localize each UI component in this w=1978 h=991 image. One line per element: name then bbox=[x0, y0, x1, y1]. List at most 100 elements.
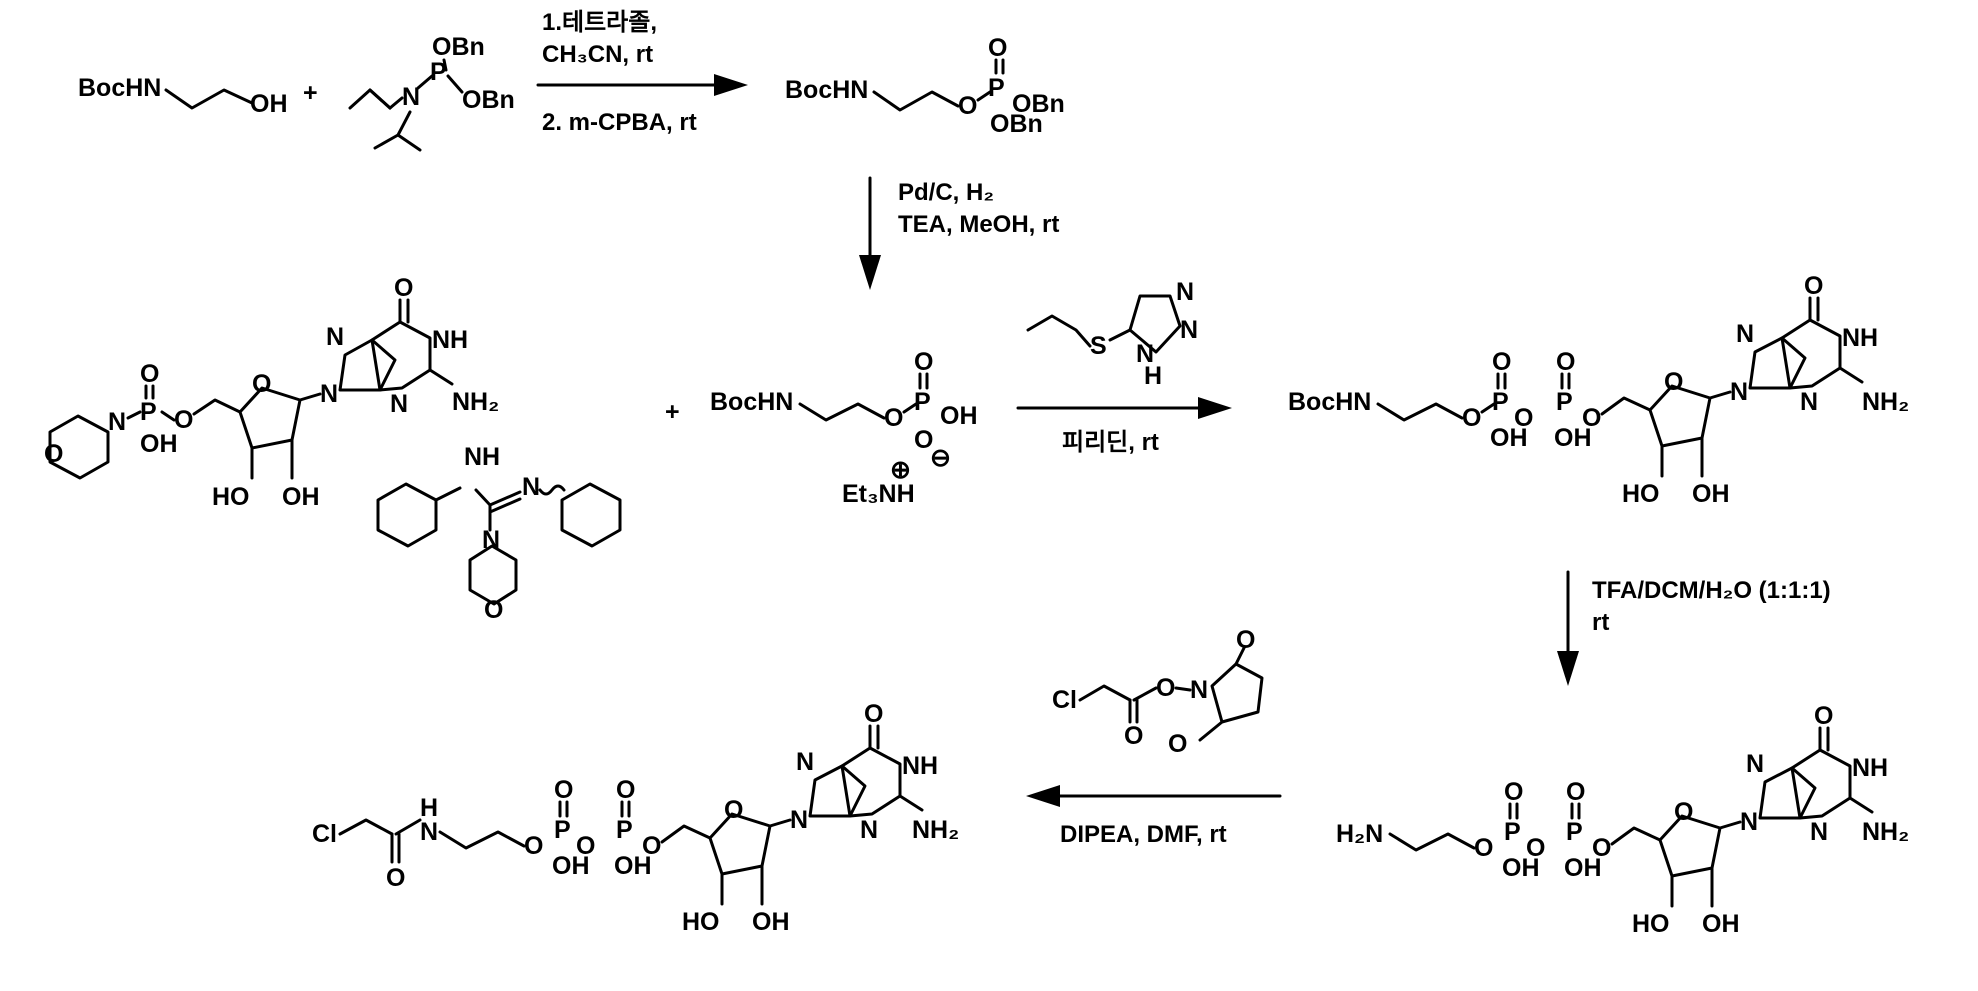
ho-label: HO bbox=[212, 483, 250, 511]
nh-label: NH bbox=[1852, 754, 1888, 782]
nh2-label: NH₂ bbox=[1862, 818, 1909, 846]
step5-arrow: DIPEA, DMF, rt bbox=[1026, 785, 1280, 848]
free-amine-product: H₂N O P O OH O P O OH O O HO OH N N O NH… bbox=[1336, 702, 1909, 938]
h2n-label: H₂N bbox=[1336, 820, 1383, 848]
n-label: N bbox=[1180, 316, 1198, 344]
ribose-o-label: O bbox=[1674, 798, 1693, 826]
boc-aminoethyl-phosphate: BocHN O P O OH O ⊖ ⊕ Et₃NH bbox=[710, 348, 978, 508]
boc-aminoethanol: BocHN OH bbox=[78, 74, 288, 118]
step5-cond: DIPEA, DMF, rt bbox=[1060, 821, 1227, 848]
o-label: O bbox=[864, 700, 883, 728]
nh-label: NH bbox=[1842, 324, 1878, 352]
step1-line2: CH₃CN, rt bbox=[542, 41, 653, 68]
o-label: O bbox=[1492, 348, 1511, 376]
o-bridge-label: O bbox=[576, 832, 595, 860]
oh-label: OH bbox=[140, 430, 178, 458]
ribose-o-label: O bbox=[1664, 368, 1683, 396]
o-label: O bbox=[484, 596, 503, 624]
n3-label: N bbox=[860, 816, 878, 844]
o-label: O bbox=[958, 92, 977, 120]
o-label: O bbox=[140, 360, 159, 388]
n7-label: N bbox=[1736, 320, 1754, 348]
o-label: O bbox=[988, 34, 1007, 62]
ribose-o-label: O bbox=[252, 370, 271, 398]
n9-label: N bbox=[790, 806, 808, 834]
o-label: O bbox=[914, 348, 933, 376]
bochn-label: BocHN bbox=[1288, 388, 1371, 416]
n9-label: N bbox=[320, 380, 338, 408]
p-label: P bbox=[554, 816, 571, 844]
step1-line3: 2. m-CPBA, rt bbox=[542, 109, 697, 136]
nh-label: NH bbox=[464, 443, 500, 471]
o-label: O bbox=[44, 440, 63, 468]
ho-label: HO bbox=[682, 908, 720, 936]
n-label: N bbox=[1190, 676, 1208, 704]
n3-label: N bbox=[1800, 388, 1818, 416]
step2-line1: Pd/C, H₂ bbox=[898, 179, 994, 206]
step4-arrow: TFA/DCM/H₂O (1:1:1) rt bbox=[1557, 572, 1831, 686]
oh-label: OH bbox=[940, 402, 978, 430]
o-label: O bbox=[1566, 778, 1585, 806]
step3-arrow: 피리딘, rt bbox=[1018, 397, 1232, 456]
p-label: P bbox=[1556, 388, 1573, 416]
bochn-label: BocHN bbox=[78, 74, 161, 102]
n-label: N bbox=[522, 473, 540, 501]
n7-label: N bbox=[326, 323, 344, 351]
o-label: O bbox=[1156, 674, 1175, 702]
o-label: O bbox=[1236, 626, 1255, 654]
oh-label: OH bbox=[752, 908, 790, 936]
o-label: O bbox=[1168, 730, 1187, 758]
o-label: O bbox=[642, 832, 661, 860]
step4-line2: rt bbox=[1592, 609, 1609, 636]
nh2-label: NH₂ bbox=[912, 816, 959, 844]
ho-label: HO bbox=[1632, 910, 1670, 938]
step1-arrow: 1.테트라졸, CH₃CN, rt 2. m-CPBA, rt bbox=[538, 9, 748, 136]
h-label: H bbox=[1144, 362, 1162, 390]
ho-label: HO bbox=[1622, 480, 1660, 508]
chloroacetyl-nhs-ester: Cl O O N O O bbox=[1052, 626, 1262, 758]
boc-protected-product: BocHN O P O OH O P O OH O O HO OH N N O … bbox=[1288, 272, 1909, 508]
o-label: O bbox=[616, 776, 635, 804]
n-label: N bbox=[420, 818, 438, 846]
n9-label: N bbox=[1730, 378, 1748, 406]
step2-arrow: Pd/C, H₂ TEA, MeOH, rt bbox=[859, 178, 1059, 290]
plus-sign-1: + bbox=[303, 79, 318, 107]
ethylthio-tetrazole: S N N N H bbox=[1028, 278, 1198, 390]
minus-charge: ⊖ bbox=[930, 444, 951, 472]
nh-label: NH bbox=[432, 326, 468, 354]
oh-label: OH bbox=[1702, 910, 1740, 938]
oh-label: OH bbox=[1692, 480, 1730, 508]
obn-label-2: OBn bbox=[462, 86, 515, 114]
o-label: O bbox=[554, 776, 573, 804]
o-label: O bbox=[1592, 834, 1611, 862]
dcc-morpholine-salt: NH N N O bbox=[378, 443, 620, 624]
p-label: P bbox=[616, 816, 633, 844]
o-label: O bbox=[1556, 348, 1575, 376]
bochn-label: BocHN bbox=[785, 76, 868, 104]
n3-label: N bbox=[1810, 818, 1828, 846]
o-label: O bbox=[1474, 834, 1493, 862]
gmp-morpholidate: O N P O OH O O HO OH N N O NH N NH₂ bbox=[44, 274, 499, 511]
n-label: N bbox=[108, 408, 126, 436]
oh-label: OH bbox=[282, 483, 320, 511]
n7-label: N bbox=[796, 748, 814, 776]
p-label: P bbox=[140, 398, 157, 426]
obn-label: OBn bbox=[990, 110, 1043, 138]
o-label: O bbox=[1804, 272, 1823, 300]
o-label: O bbox=[524, 832, 543, 860]
o-label: O bbox=[386, 864, 405, 892]
n3-label: N bbox=[390, 390, 408, 418]
nh-label: NH bbox=[902, 752, 938, 780]
nh2-label: NH₂ bbox=[1862, 388, 1909, 416]
plus-sign-2: + bbox=[665, 398, 680, 426]
p-label: P bbox=[914, 388, 931, 416]
n7-label: N bbox=[1746, 750, 1764, 778]
o-label: O bbox=[1462, 404, 1481, 432]
o-bridge-label: O bbox=[1526, 834, 1545, 862]
o-bridge-label: O bbox=[1514, 404, 1533, 432]
o-label: O bbox=[174, 406, 193, 434]
p-label: P bbox=[1492, 388, 1509, 416]
nh2-label: NH₂ bbox=[452, 388, 499, 416]
step2-line2: TEA, MeOH, rt bbox=[898, 211, 1059, 238]
